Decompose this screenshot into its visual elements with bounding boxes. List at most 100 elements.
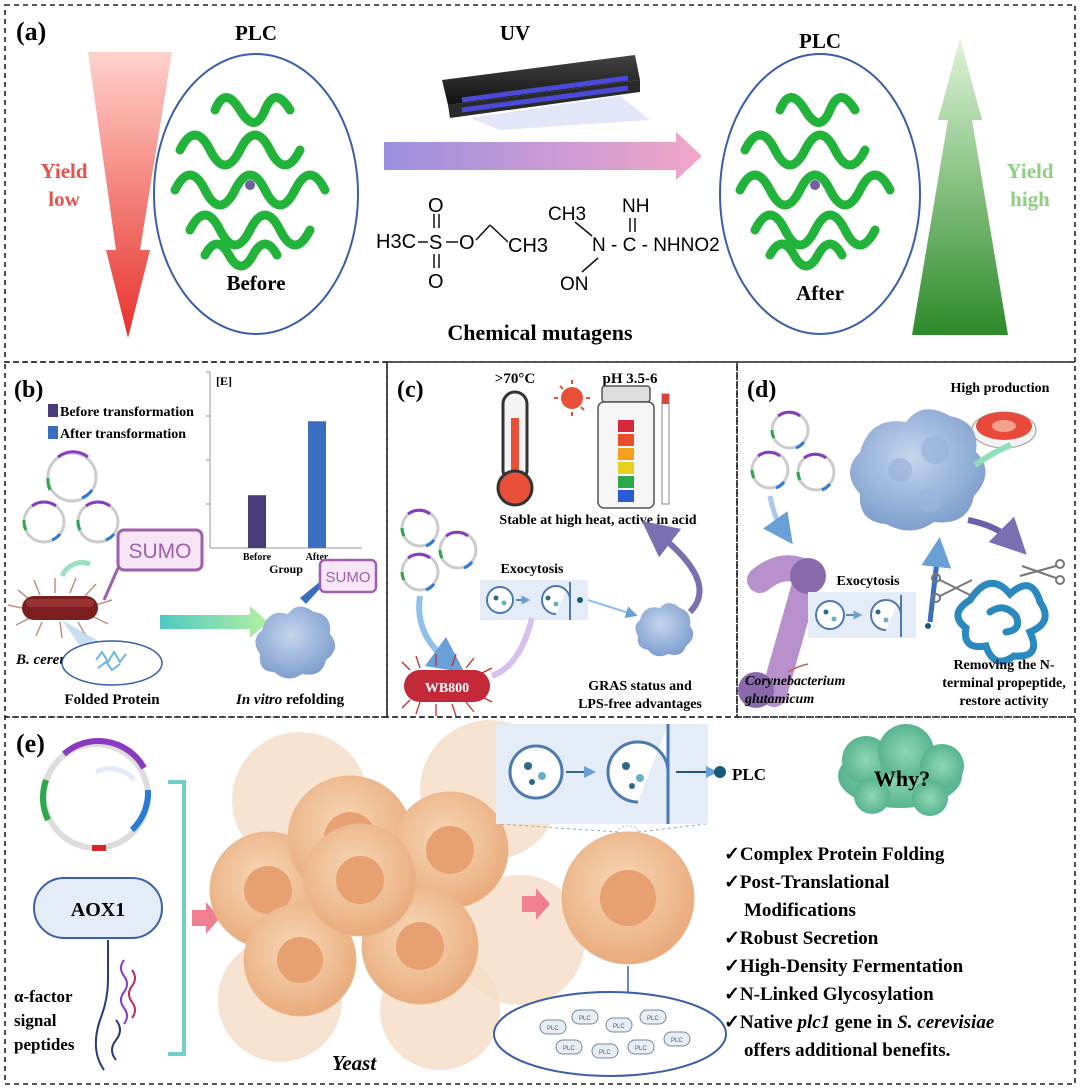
plasmids-d-icon (750, 410, 836, 492)
plasmids-b-icon (22, 450, 120, 578)
benefit-3: ✓Robust Secretion (724, 928, 879, 949)
uv-lamp-icon (442, 55, 650, 130)
ems-o-bottom: O (428, 271, 444, 293)
benefits-list: ✓Complex Protein Folding ✓Post-Translati… (724, 844, 995, 1061)
temperature-label: >70°C (495, 371, 535, 387)
alpha-line2: signal (14, 1011, 57, 1030)
benefit-2b: Modifications (744, 900, 856, 921)
plc-left-label: PLC (235, 21, 277, 45)
large-protein-blob-icon (850, 409, 986, 531)
protein-structure-before-icon (170, 93, 330, 271)
vesicle-plc-8: PLC (671, 1038, 683, 1044)
removing-line3: restore activity (959, 694, 1048, 709)
scissors-icon (931, 559, 1065, 603)
benefit-6b: offers additional benefits. (744, 1040, 950, 1061)
ems-o-right: O (459, 232, 475, 254)
mnng-on: ON (560, 274, 589, 295)
refolding-arrow (160, 606, 268, 638)
panel-e: (e) AOX1 α-factor signal peptides (14, 720, 995, 1077)
sun-icon (554, 380, 590, 416)
vesicle-plc-3: PLC (613, 1024, 625, 1030)
refolded-protein-icon (255, 606, 336, 679)
why-cloud-icon (838, 724, 964, 816)
plc-right-label: PLC (799, 29, 841, 53)
signal-peptide-line (94, 940, 109, 1071)
legend-before-text: Before transformation (60, 405, 194, 420)
panel-b: (b) Before transformation After transfor… (7, 371, 378, 708)
plasmid-e-icon (39, 738, 152, 851)
bar-before (248, 495, 266, 548)
mnng-ch3: CH3 (548, 204, 586, 225)
coryne-line2: glutamicum (744, 692, 814, 707)
before-label: Before (226, 271, 285, 295)
ph-label: pH 3.5-6 (602, 371, 658, 387)
yeast-label: Yeast (332, 1051, 377, 1075)
yield-high-line1: Yield (1006, 159, 1053, 183)
exocytosis-d-label: Exocytosis (837, 574, 901, 589)
corynebacterium-icon (738, 555, 826, 708)
native-3: gene in (830, 1012, 897, 1033)
axis-e-label: [E] (216, 374, 232, 388)
panel-c-border (386, 361, 738, 718)
protein-structure-after-icon (735, 93, 895, 271)
panel-c-label: (c) (397, 377, 424, 403)
coryne-secretion-line (787, 663, 809, 673)
sumo-small-text: SUMO (326, 569, 371, 586)
mnng-nh: NH (622, 196, 649, 217)
vesicle-plc-1: PLC (547, 1026, 559, 1032)
high-production-label: High production (951, 381, 1050, 396)
removing-line1: Removing the N- (953, 658, 1054, 673)
legend-before-swatch (48, 404, 58, 417)
native-4: S. cerevisiae (897, 1012, 995, 1033)
panel-e-label: (e) (16, 729, 45, 758)
ph-strip-jar-icon (597, 385, 670, 509)
single-cell-arrow (522, 888, 550, 920)
benefit-5: ✓N-Linked Glycosylation (724, 984, 934, 1005)
vesicle-plc-5: PLC (563, 1046, 575, 1052)
alpha-line1: α-factor (14, 987, 73, 1006)
panel-d: (d) High production Exocytosis (738, 377, 1066, 709)
x-axis-label: Group (269, 562, 303, 576)
bar-after (308, 421, 326, 548)
wb800-bacterium-icon (401, 653, 493, 717)
uv-label: UV (500, 21, 530, 45)
benefit-1: ✓Complex Protein Folding (724, 844, 945, 865)
benefit-4: ✓High-Density Fermentation (724, 956, 964, 977)
yeast-cluster-icon (209, 720, 585, 1070)
panel-e-border (4, 716, 1076, 1085)
in-vitro-rest: refolding (282, 692, 344, 708)
why-label: Why? (874, 766, 930, 791)
vesicle-plc-4: PLC (647, 1016, 659, 1022)
exocytosis-c-label: Exocytosis (501, 562, 565, 577)
folded-protein-icon (95, 650, 127, 672)
x-tick-after: After (306, 552, 329, 563)
panel-b-label: (b) (14, 377, 43, 403)
folded-protein-ellipse (61, 640, 163, 686)
petri-dish-icon (971, 411, 1037, 449)
removing-line2: terminal propeptide, (942, 676, 1065, 691)
in-vitro-label: In vitro refolding (235, 692, 345, 708)
vesicles-e-icon (508, 724, 726, 824)
in-vitro-italic: In vitro (235, 692, 282, 708)
before-protein-circle (153, 53, 359, 335)
chemical-mutagens-label: Chemical mutagens (447, 320, 633, 345)
alpha-factor-icon (120, 959, 128, 1025)
transform-arrow-e (192, 902, 220, 934)
unfolded-protein-icon (954, 580, 1049, 665)
benefit-6: ✓Native plc1 gene in S. cerevisiae (724, 1012, 995, 1033)
b-cereus-label: B. cereus (15, 652, 74, 668)
benefit-2: ✓Post-Translational (724, 872, 889, 893)
folded-protein-label: Folded Protein (64, 692, 160, 708)
yield-low-line2: low (48, 187, 80, 211)
yield-low-line1: Yield (40, 159, 87, 183)
transform-arrow-d (763, 495, 793, 545)
thermometer-icon (496, 390, 534, 507)
vesicles-d-icon (815, 595, 931, 637)
wb800-label: WB800 (425, 681, 469, 696)
transform-arrow-c (416, 595, 465, 673)
gras-line1: GRAS status and (588, 679, 692, 694)
stable-label: Stable at high heat, active in acid (499, 513, 696, 528)
plc-vesicle-ellipse (493, 991, 727, 1077)
after-label: After (796, 281, 844, 305)
